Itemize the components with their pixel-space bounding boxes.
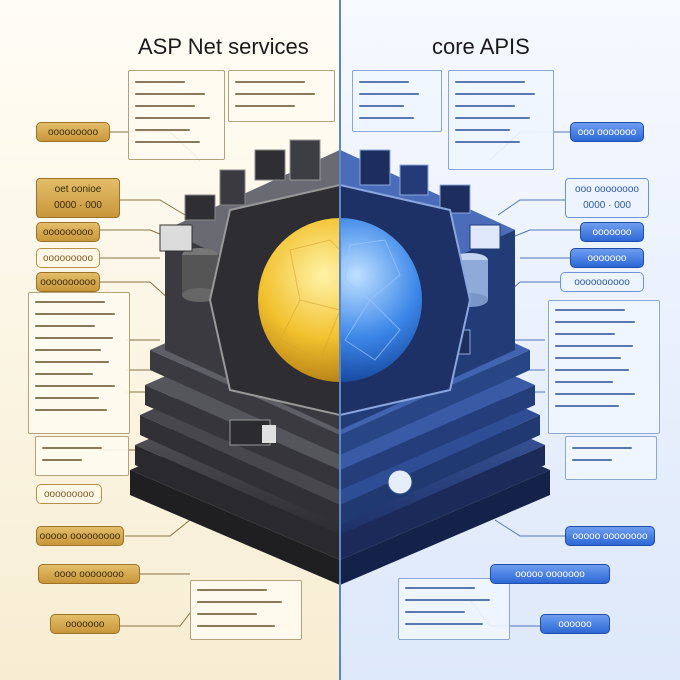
- right-label-pill-6: ooooo oooooooo: [565, 526, 655, 546]
- left-code-panel-top-2: [228, 70, 335, 122]
- right-label-pill-7: ooooo ooooooo: [490, 564, 610, 584]
- right-code-panel-middle: [548, 300, 660, 434]
- right-service-card-title: ooo oooooooo: [575, 184, 639, 195]
- right-block-half: [340, 149, 550, 585]
- left-label-pill-1: ooooooooo: [36, 122, 110, 142]
- left-code-panel-middle: [28, 292, 130, 434]
- right-globe-icon: [340, 218, 422, 382]
- left-label-pill-3: ooooooooo: [36, 222, 100, 242]
- left-label-pill-5: oooooooooo: [36, 272, 100, 292]
- right-code-panel-lower: [565, 436, 657, 480]
- right-code-panel-bottom: [398, 578, 510, 640]
- left-service-card: oet oonioe 0000 · 000: [36, 178, 120, 218]
- left-code-panel-top: [128, 70, 225, 160]
- right-code-panel-top-2: [448, 70, 554, 170]
- right-code-panel-top: [352, 70, 442, 132]
- left-globe-icon: [258, 218, 340, 382]
- left-label-pill-7: ooooo ooooooooo: [36, 526, 124, 546]
- left-service-card-subtitle: 0000 · 000: [54, 200, 102, 211]
- left-code-panel-bottom: [190, 580, 302, 640]
- right-service-card-subtitle: 0000 · 000: [583, 200, 631, 211]
- left-label-pill-4: ooooooooo: [36, 248, 100, 268]
- right-label-pill-1: ooo ooooooo: [570, 122, 644, 142]
- left-title: ASP Net services: [138, 34, 309, 59]
- left-label-pill-9: ooooooo: [50, 614, 120, 634]
- right-title: core APIS: [432, 34, 530, 59]
- left-block-half: [130, 139, 340, 585]
- right-label-pill-5: oooooooooo: [560, 272, 644, 292]
- right-label-pill-3: ooooooo: [580, 222, 644, 242]
- left-label-pill-8: oooo oooooooo: [38, 564, 140, 584]
- left-service-card-title: oet oonioe: [54, 184, 102, 195]
- right-label-pill-4: ooooooo: [570, 248, 644, 268]
- right-label-pill-8: oooooo: [540, 614, 610, 634]
- left-label-pill-6: ooooooooo: [36, 484, 102, 504]
- left-code-panel-lower: [35, 436, 129, 476]
- right-service-card: ooo oooooooo 0000 · 000: [565, 178, 649, 218]
- center-divider: [339, 0, 341, 680]
